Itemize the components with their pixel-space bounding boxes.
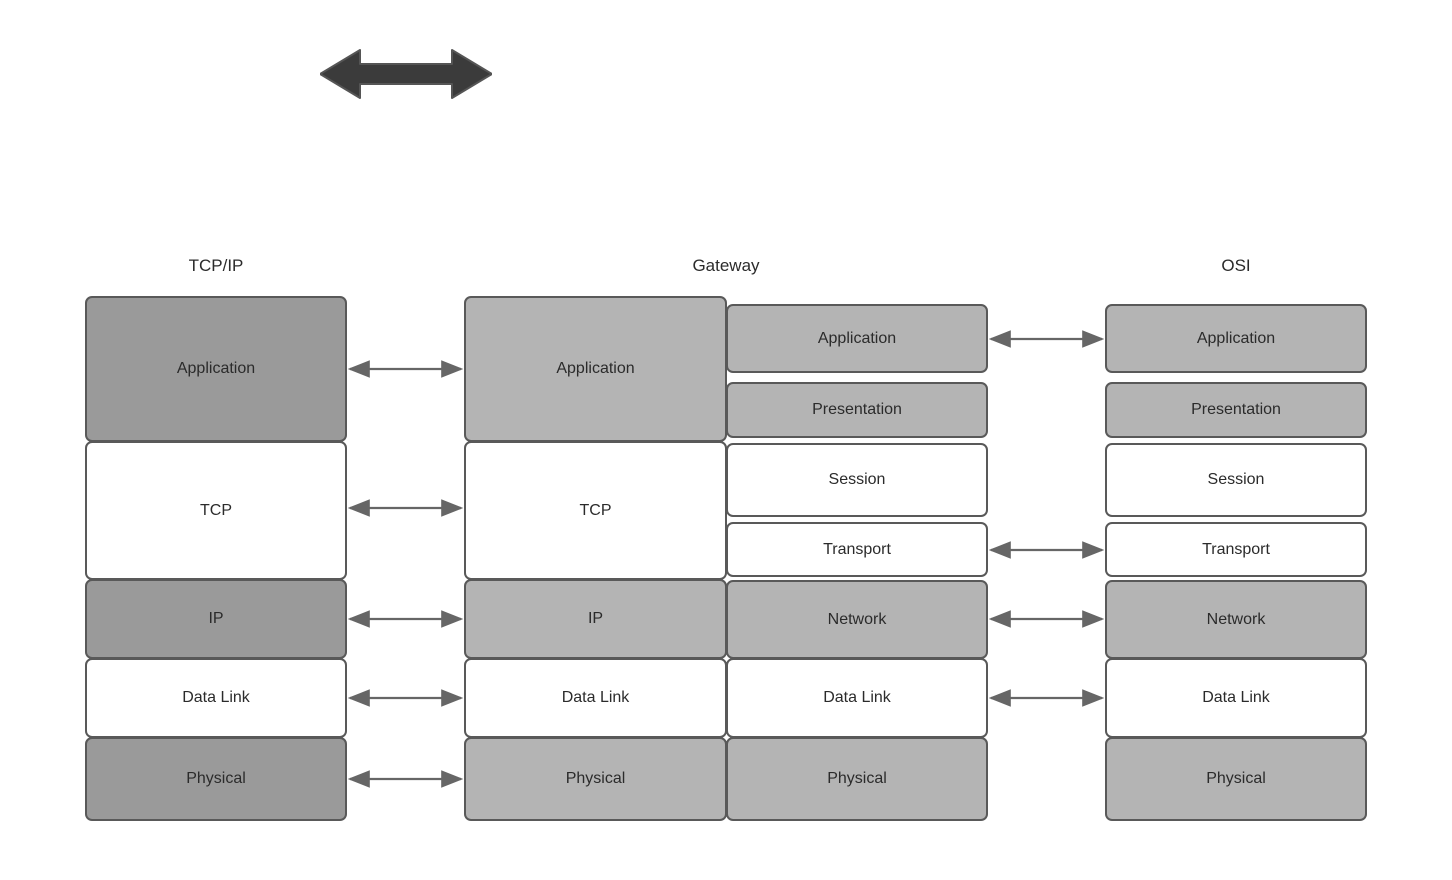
gateway-right-layer-network[interactable]: Network [726,580,988,659]
column-header-gateway: Gateway [692,256,760,275]
gateway-left-layer-data-link[interactable]: Data Link [464,658,727,738]
gateway-right-layer-presentation[interactable]: Presentation [726,382,988,438]
gateway-right-layer-physical[interactable]: Physical [726,737,988,821]
osi-layer-session[interactable]: Session [1105,443,1367,517]
osi-layer-network[interactable]: Network [1105,580,1367,659]
tcpip-layer-ip[interactable]: IP [85,579,347,659]
gateway-left-layer-application[interactable]: Application [464,296,727,442]
osi-layer-presentation[interactable]: Presentation [1105,382,1367,438]
osi-layer-application[interactable]: Application [1105,304,1367,373]
column-header-osi: OSI [1221,256,1251,275]
osi-layer-data-link[interactable]: Data Link [1105,658,1367,738]
osi-layer-physical[interactable]: Physical [1105,737,1367,821]
gateway-right-layer-transport[interactable]: Transport [726,522,988,577]
tcpip-layer-physical[interactable]: Physical [85,737,347,821]
tcpip-layer-tcp[interactable]: TCP [85,441,347,580]
gateway-left-layer-tcp[interactable]: TCP [464,441,727,580]
tcpip-layer-application[interactable]: Application [85,296,347,442]
double-headed-block-arrow [319,45,493,103]
tcpip-layer-data-link[interactable]: Data Link [85,658,347,738]
osi-layer-transport[interactable]: Transport [1105,522,1367,577]
gateway-left-layer-ip[interactable]: IP [464,579,727,659]
gateway-right-layer-application[interactable]: Application [726,304,988,373]
gateway-right-layer-session[interactable]: Session [726,443,988,517]
gateway-right-layer-data-link[interactable]: Data Link [726,658,988,738]
column-header-tcpip: TCP/IP [188,256,244,275]
gateway-left-layer-physical[interactable]: Physical [464,737,727,821]
block-arrow-svg [319,49,493,99]
